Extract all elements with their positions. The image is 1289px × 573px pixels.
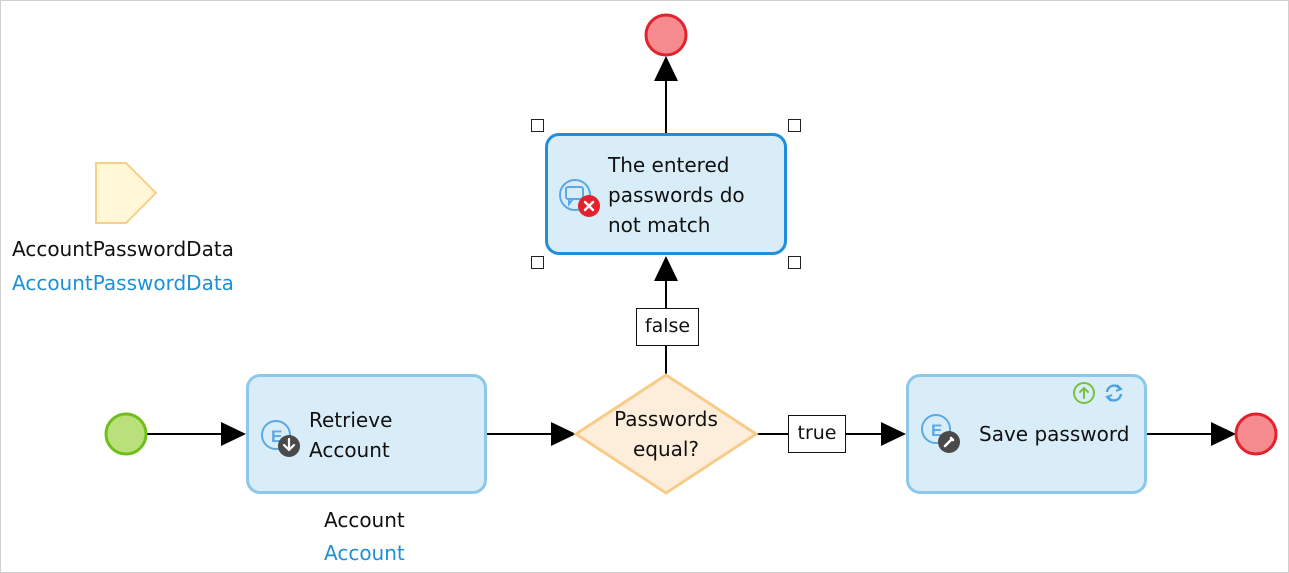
parameter-name: AccountPasswordData — [12, 237, 234, 261]
save-label: Save password — [979, 422, 1130, 446]
end-event-right[interactable] — [1234, 412, 1278, 456]
svg-text:E: E — [931, 421, 942, 440]
retrieve-account-activity[interactable]: E Retrieve Account — [246, 374, 487, 494]
entity-icon: E — [259, 415, 293, 463]
parameter-shape[interactable] — [95, 162, 158, 224]
parameter-type: AccountPasswordData — [12, 271, 234, 295]
decision-label-line2: equal? — [632, 437, 700, 461]
selection-handle-bottom-right[interactable] — [788, 256, 801, 269]
svg-text:E: E — [271, 427, 282, 446]
refresh-icon — [1102, 381, 1126, 409]
message-icon — [558, 178, 594, 218]
close-icon — [577, 194, 601, 222]
decision-label-line1: Passwords — [614, 407, 718, 431]
selection-handle-top-right[interactable] — [788, 119, 801, 132]
message-line1: The entered — [608, 153, 730, 177]
download-icon — [277, 434, 301, 462]
message-line2: passwords do — [608, 183, 745, 207]
start-event[interactable] — [104, 412, 148, 456]
save-password-activity[interactable]: E Save password — [906, 374, 1147, 494]
entity-icon: E — [919, 409, 953, 457]
selection-handle-top-left[interactable] — [531, 119, 544, 132]
show-message-activity[interactable]: The entered passwords do not match — [545, 133, 787, 255]
false-label[interactable]: false — [636, 308, 699, 346]
retrieve-label-line2: Account — [309, 438, 390, 462]
arrow-up-icon — [1072, 381, 1096, 409]
retrieve-output-type: Account — [324, 541, 405, 565]
retrieve-label-line1: Retrieve — [309, 408, 393, 432]
selection-handle-bottom-left[interactable] — [531, 256, 544, 269]
pencil-icon — [937, 430, 961, 458]
retrieve-output-name: Account — [324, 508, 405, 532]
message-line3: not match — [608, 213, 711, 237]
true-label[interactable]: true — [788, 415, 846, 453]
end-event-top[interactable] — [644, 13, 688, 57]
decision-shape[interactable] — [573, 373, 759, 495]
